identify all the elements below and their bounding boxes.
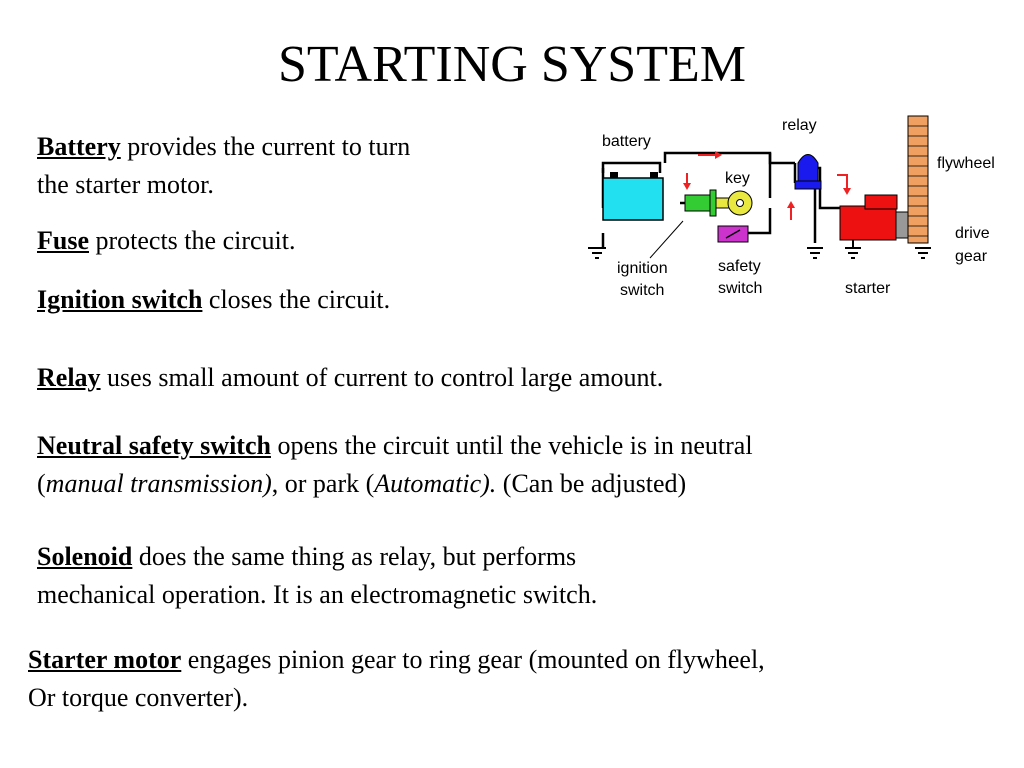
relay-shape xyxy=(797,154,819,184)
neutral-safety-paren: ( xyxy=(37,469,46,498)
slide-title: STARTING SYSTEM xyxy=(278,36,746,93)
starter-motor-term: Starter motor xyxy=(28,645,182,674)
starter-motor-paragraph: Starter motor engages pinion gear to rin… xyxy=(28,641,765,717)
fuse-paragraph: Fuse protects the circuit. xyxy=(37,222,295,260)
ignition-text: closes the circuit. xyxy=(202,285,391,314)
relay-paragraph: Relay uses small amount of current to co… xyxy=(37,359,663,397)
key-hole xyxy=(736,199,744,207)
battery-paragraph: Battery provides the current to turn the… xyxy=(37,128,410,204)
starter-motor-text: engages pinion gear to ring gear (mounte… xyxy=(181,645,765,674)
battery-text-line2: the starter motor. xyxy=(37,170,214,199)
drive-gear-label-line1: drive xyxy=(955,225,990,242)
safety-label-line2: switch xyxy=(718,280,762,297)
starter-solenoid xyxy=(864,194,898,210)
can-be-adjusted-text: (Can be adjusted) xyxy=(496,469,687,498)
flywheel-teeth xyxy=(908,125,928,237)
ignition-paragraph: Ignition switch closes the circuit. xyxy=(37,281,390,319)
neutral-safety-text: opens the circuit until the vehicle is i… xyxy=(270,431,753,460)
manual-transmission-text: manual transmission) xyxy=(45,469,272,498)
neutral-safety-term: Neutral safety switch xyxy=(37,431,271,460)
neutral-safety-paragraph: Neutral safety switch opens the circuit … xyxy=(37,427,753,503)
ground-symbol-starter xyxy=(845,238,861,259)
relay-text: uses small amount of current to control … xyxy=(100,363,664,392)
battery-shape xyxy=(602,177,664,221)
relay-term: Relay xyxy=(37,363,101,392)
relay-label: relay xyxy=(782,117,817,134)
solenoid-paragraph: Solenoid does the same thing as relay, b… xyxy=(37,538,597,614)
ignition-label-line1: ignition xyxy=(617,260,668,277)
ignition-term: Ignition switch xyxy=(37,285,203,314)
key-label: key xyxy=(725,170,750,187)
current-flow-arrows xyxy=(683,151,851,220)
fuse-text: protects the circuit. xyxy=(89,226,296,255)
starter-body xyxy=(839,205,897,241)
battery-terminal-pos xyxy=(650,172,658,178)
flywheel-shape xyxy=(907,115,929,244)
ground-symbol-flywheel xyxy=(915,247,931,259)
ground-symbol-relay xyxy=(807,247,823,259)
ground-symbol-battery xyxy=(588,247,606,259)
battery-terminal-neg xyxy=(610,172,618,178)
fuse-term: Fuse xyxy=(37,226,89,255)
solenoid-term: Solenoid xyxy=(37,542,133,571)
or-park-text: , or park ( xyxy=(271,469,375,498)
ignition-pointer-line xyxy=(649,220,684,259)
solenoid-text-line2: mechanical operation. It is an electroma… xyxy=(37,580,598,609)
battery-term: Battery xyxy=(37,132,121,161)
drive-gear-label-line2: gear xyxy=(955,248,988,265)
automatic-text: Automatic). xyxy=(374,469,497,498)
relay-base xyxy=(794,180,822,190)
starter-motor-text-line2: Or torque converter). xyxy=(28,683,249,712)
safety-label-line1: safety xyxy=(718,258,761,275)
ignition-switch-stem xyxy=(709,189,717,217)
starting-circuit-diagram: battery relay flywheel key drive gear ig… xyxy=(588,115,995,299)
solenoid-text: does the same thing as relay, but perfor… xyxy=(132,542,577,571)
flywheel-label: flywheel xyxy=(937,155,995,172)
battery-text: provides the current to turn xyxy=(120,132,411,161)
battery-label: battery xyxy=(602,133,651,150)
starter-label: starter xyxy=(845,280,891,297)
safety-switch-contact xyxy=(725,229,741,239)
ignition-label-line2: switch xyxy=(620,282,664,299)
